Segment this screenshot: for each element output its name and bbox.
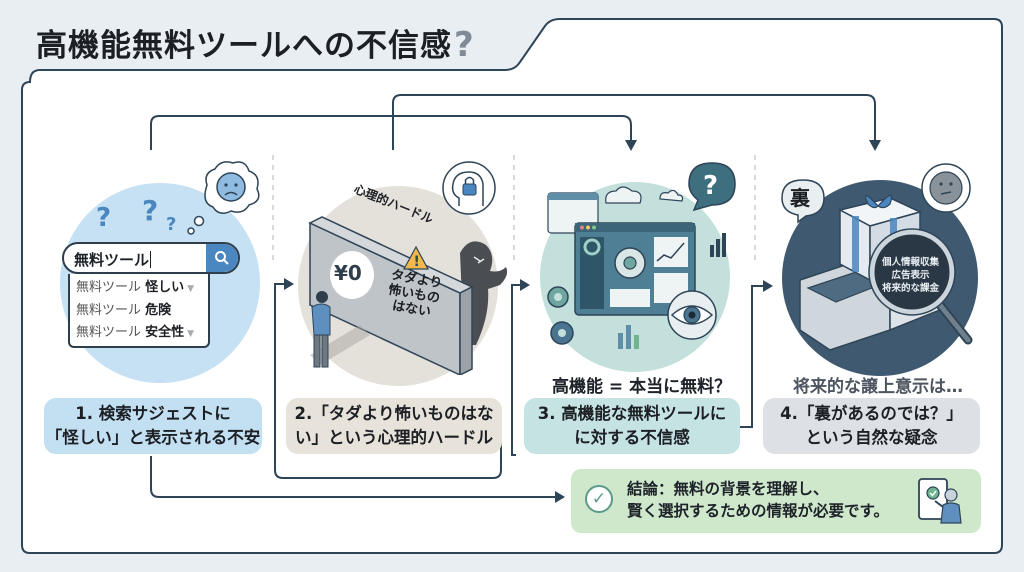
search-suggestions: 無料ツール 怪しい▼ 無料ツール 危険 無料ツール 安全性▼: [68, 274, 210, 348]
search-button[interactable]: [206, 244, 238, 272]
text-caret: [150, 251, 152, 268]
caption-3: 3. 高機能な無料ツールにに対する不信感: [524, 398, 740, 454]
search-input[interactable]: 無料ツール: [62, 242, 240, 274]
connector-into-4: [740, 285, 764, 428]
magnifying-glass: [868, 228, 973, 345]
svg-text:?: ?: [703, 171, 718, 201]
check-circle-icon: ✓: [585, 485, 613, 513]
svg-text:!: !: [414, 254, 420, 270]
arrowhead-into-4: [763, 280, 773, 292]
head-lock-icon: [442, 161, 496, 215]
arrowhead-into-2: [284, 278, 294, 290]
caption-2: 2.「タダより怖いものはない」という心理的ハードル: [286, 398, 502, 454]
connector-2-to-4: [392, 94, 876, 150]
worried-face-thought-bubble-icon: [187, 161, 260, 235]
ura-speech-bubble: [781, 179, 825, 224]
question-icon: ?: [454, 25, 475, 65]
conclusion-box: ✓ 結論：無料の背景を理解し、 賢く選択するための情報が必要です。: [571, 469, 981, 533]
panel-4-subcaption: 将来的な譲上意示は…: [793, 377, 963, 397]
arrowhead-into-3: [520, 279, 530, 291]
search-icon: [215, 251, 229, 265]
magnifier-text: 個人情報収集 広告表示 将来的な課金: [882, 257, 940, 294]
question-bubble-icon: ?: [688, 162, 736, 212]
eye-icon: [667, 290, 717, 340]
caption-1: 1. 検索サジェストに「怪しい」と表示される不安: [44, 398, 262, 454]
svg-text:?: ?: [96, 203, 111, 233]
arrowhead-to-3: [625, 140, 637, 151]
gift-drawer-illustration: [799, 194, 973, 351]
connector-into-3: [511, 284, 522, 456]
connector-loop-into-2: [274, 283, 502, 479]
psychological-wall-illustration: !: [308, 216, 508, 375]
wall-message: タダより 怖いもの はない: [387, 267, 444, 321]
panel-3-subcaption: 高機能 = 本当に無料？: [552, 377, 732, 397]
svg-text:?: ?: [142, 194, 158, 227]
person-thinking: [311, 291, 331, 368]
dropdown-arrow-icon: ▼: [187, 284, 195, 294]
title-text: 高機能無料ツールへの不信感: [36, 28, 452, 64]
caption-4: 4.「裏があるのでは？」という自然な疑念: [763, 398, 980, 454]
thinking-face-bubble-icon: [921, 163, 971, 213]
page-title: 高機能無料ツールへの不信感?: [36, 20, 475, 65]
suggestion-item[interactable]: 無料ツール 安全性▼: [76, 325, 195, 340]
svg-text:?: ?: [166, 214, 176, 235]
suggestion-item[interactable]: 無料ツール 危険: [76, 303, 172, 318]
suggestion-item[interactable]: 無料ツール 怪しい▼: [76, 280, 195, 295]
ura-label: 裏: [790, 186, 810, 210]
connector-1-to-3: [150, 115, 632, 150]
question-marks-icon: ? ? ?: [96, 194, 176, 235]
arrowhead-to-conclusion: [555, 491, 565, 503]
price-badge: ¥0: [334, 261, 362, 285]
presenter-screen-icon: [918, 478, 962, 524]
conclusion-text: 結論：無料の背景を理解し、 賢く選択するための情報が必要です。: [627, 480, 889, 520]
dashboard-illustration: [547, 186, 726, 349]
dropdown-arrow-icon: ▼: [187, 329, 195, 339]
search-query: 無料ツール: [74, 251, 150, 269]
connector-1-to-conclusion: [150, 456, 556, 498]
arrowhead-to-4: [869, 140, 881, 151]
